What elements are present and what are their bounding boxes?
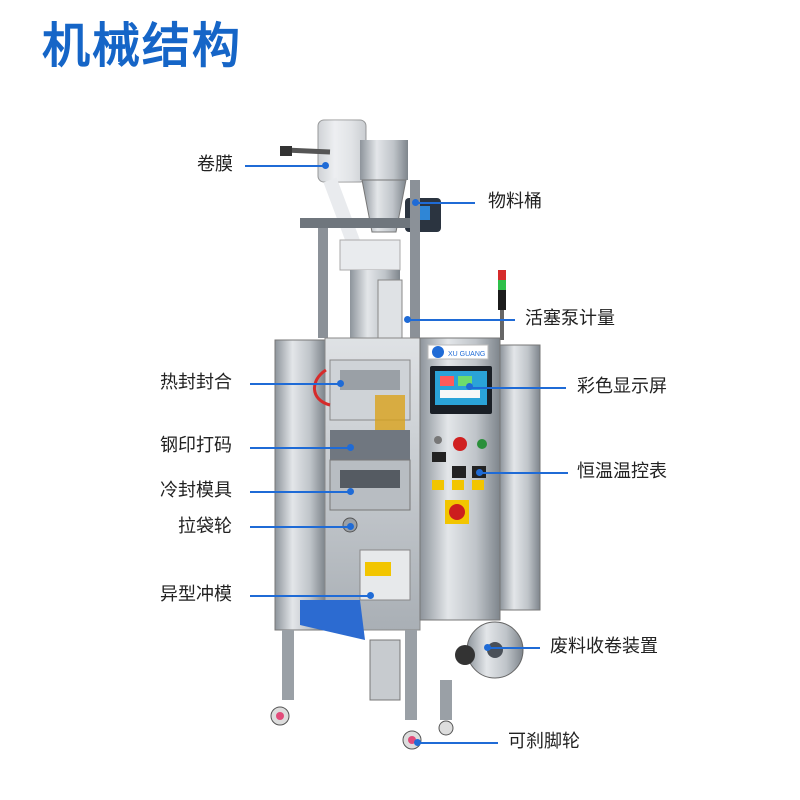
callout-dot-heat-seal — [337, 380, 344, 387]
sealing-area — [313, 359, 411, 533]
signal-tower — [498, 270, 506, 340]
legs-and-casters — [270, 630, 454, 750]
callout-line-material-bucket — [415, 202, 475, 204]
callout-line-brake-caster — [418, 742, 498, 744]
callout-dot-temp-controller — [476, 469, 483, 476]
upper-frame — [300, 140, 441, 341]
label-material-bucket: 物料桶 — [488, 191, 542, 212]
label-steel-stamp: 钢印打码 — [160, 435, 232, 456]
waste-rewind-wheel — [455, 621, 524, 679]
callout-line-piston-pump — [407, 319, 515, 321]
label-waste-rewind: 废料收卷装置 — [550, 636, 658, 657]
callout-dot-roll-film — [322, 162, 329, 169]
callout-dot-shaped-punch — [367, 592, 374, 599]
callout-line-heat-seal — [250, 383, 340, 385]
callout-line-shaped-punch — [250, 595, 370, 597]
label-pull-bag-wheel: 拉袋轮 — [178, 516, 232, 537]
callout-dot-pull-bag-wheel — [347, 523, 354, 530]
label-brake-caster: 可刹脚轮 — [508, 731, 580, 752]
callout-line-waste-rewind — [488, 647, 540, 649]
label-temp-controller: 恒温温控表 — [577, 461, 667, 482]
color-touch-screen — [430, 366, 492, 414]
control-panel — [432, 436, 487, 524]
label-color-screen: 彩色显示屏 — [577, 376, 667, 397]
page-title: 机械结构 — [42, 18, 243, 74]
callout-line-color-screen — [470, 387, 566, 389]
label-shaped-punch: 异型冲模 — [160, 584, 232, 605]
label-piston-pump: 活塞泵计量 — [525, 308, 615, 329]
callout-dot-color-screen — [466, 383, 473, 390]
callout-line-cold-seal-mold — [250, 491, 350, 493]
callout-dot-steel-stamp — [347, 444, 354, 451]
label-heat-seal: 热封封合 — [160, 372, 232, 393]
lower-section — [300, 549, 411, 701]
callout-line-pull-bag-wheel — [250, 526, 350, 528]
label-cold-seal-mold: 冷封模具 — [160, 480, 232, 501]
callout-dot-waste-rewind — [484, 644, 491, 651]
brand-text: XU GUANG — [448, 351, 485, 358]
callout-line-roll-film — [245, 165, 325, 167]
callout-line-steel-stamp — [250, 447, 350, 449]
callout-dot-brake-caster — [414, 739, 421, 746]
callout-dot-cold-seal-mold — [347, 488, 354, 495]
label-roll-film: 卷膜 — [197, 154, 233, 175]
callout-line-temp-controller — [480, 472, 568, 474]
